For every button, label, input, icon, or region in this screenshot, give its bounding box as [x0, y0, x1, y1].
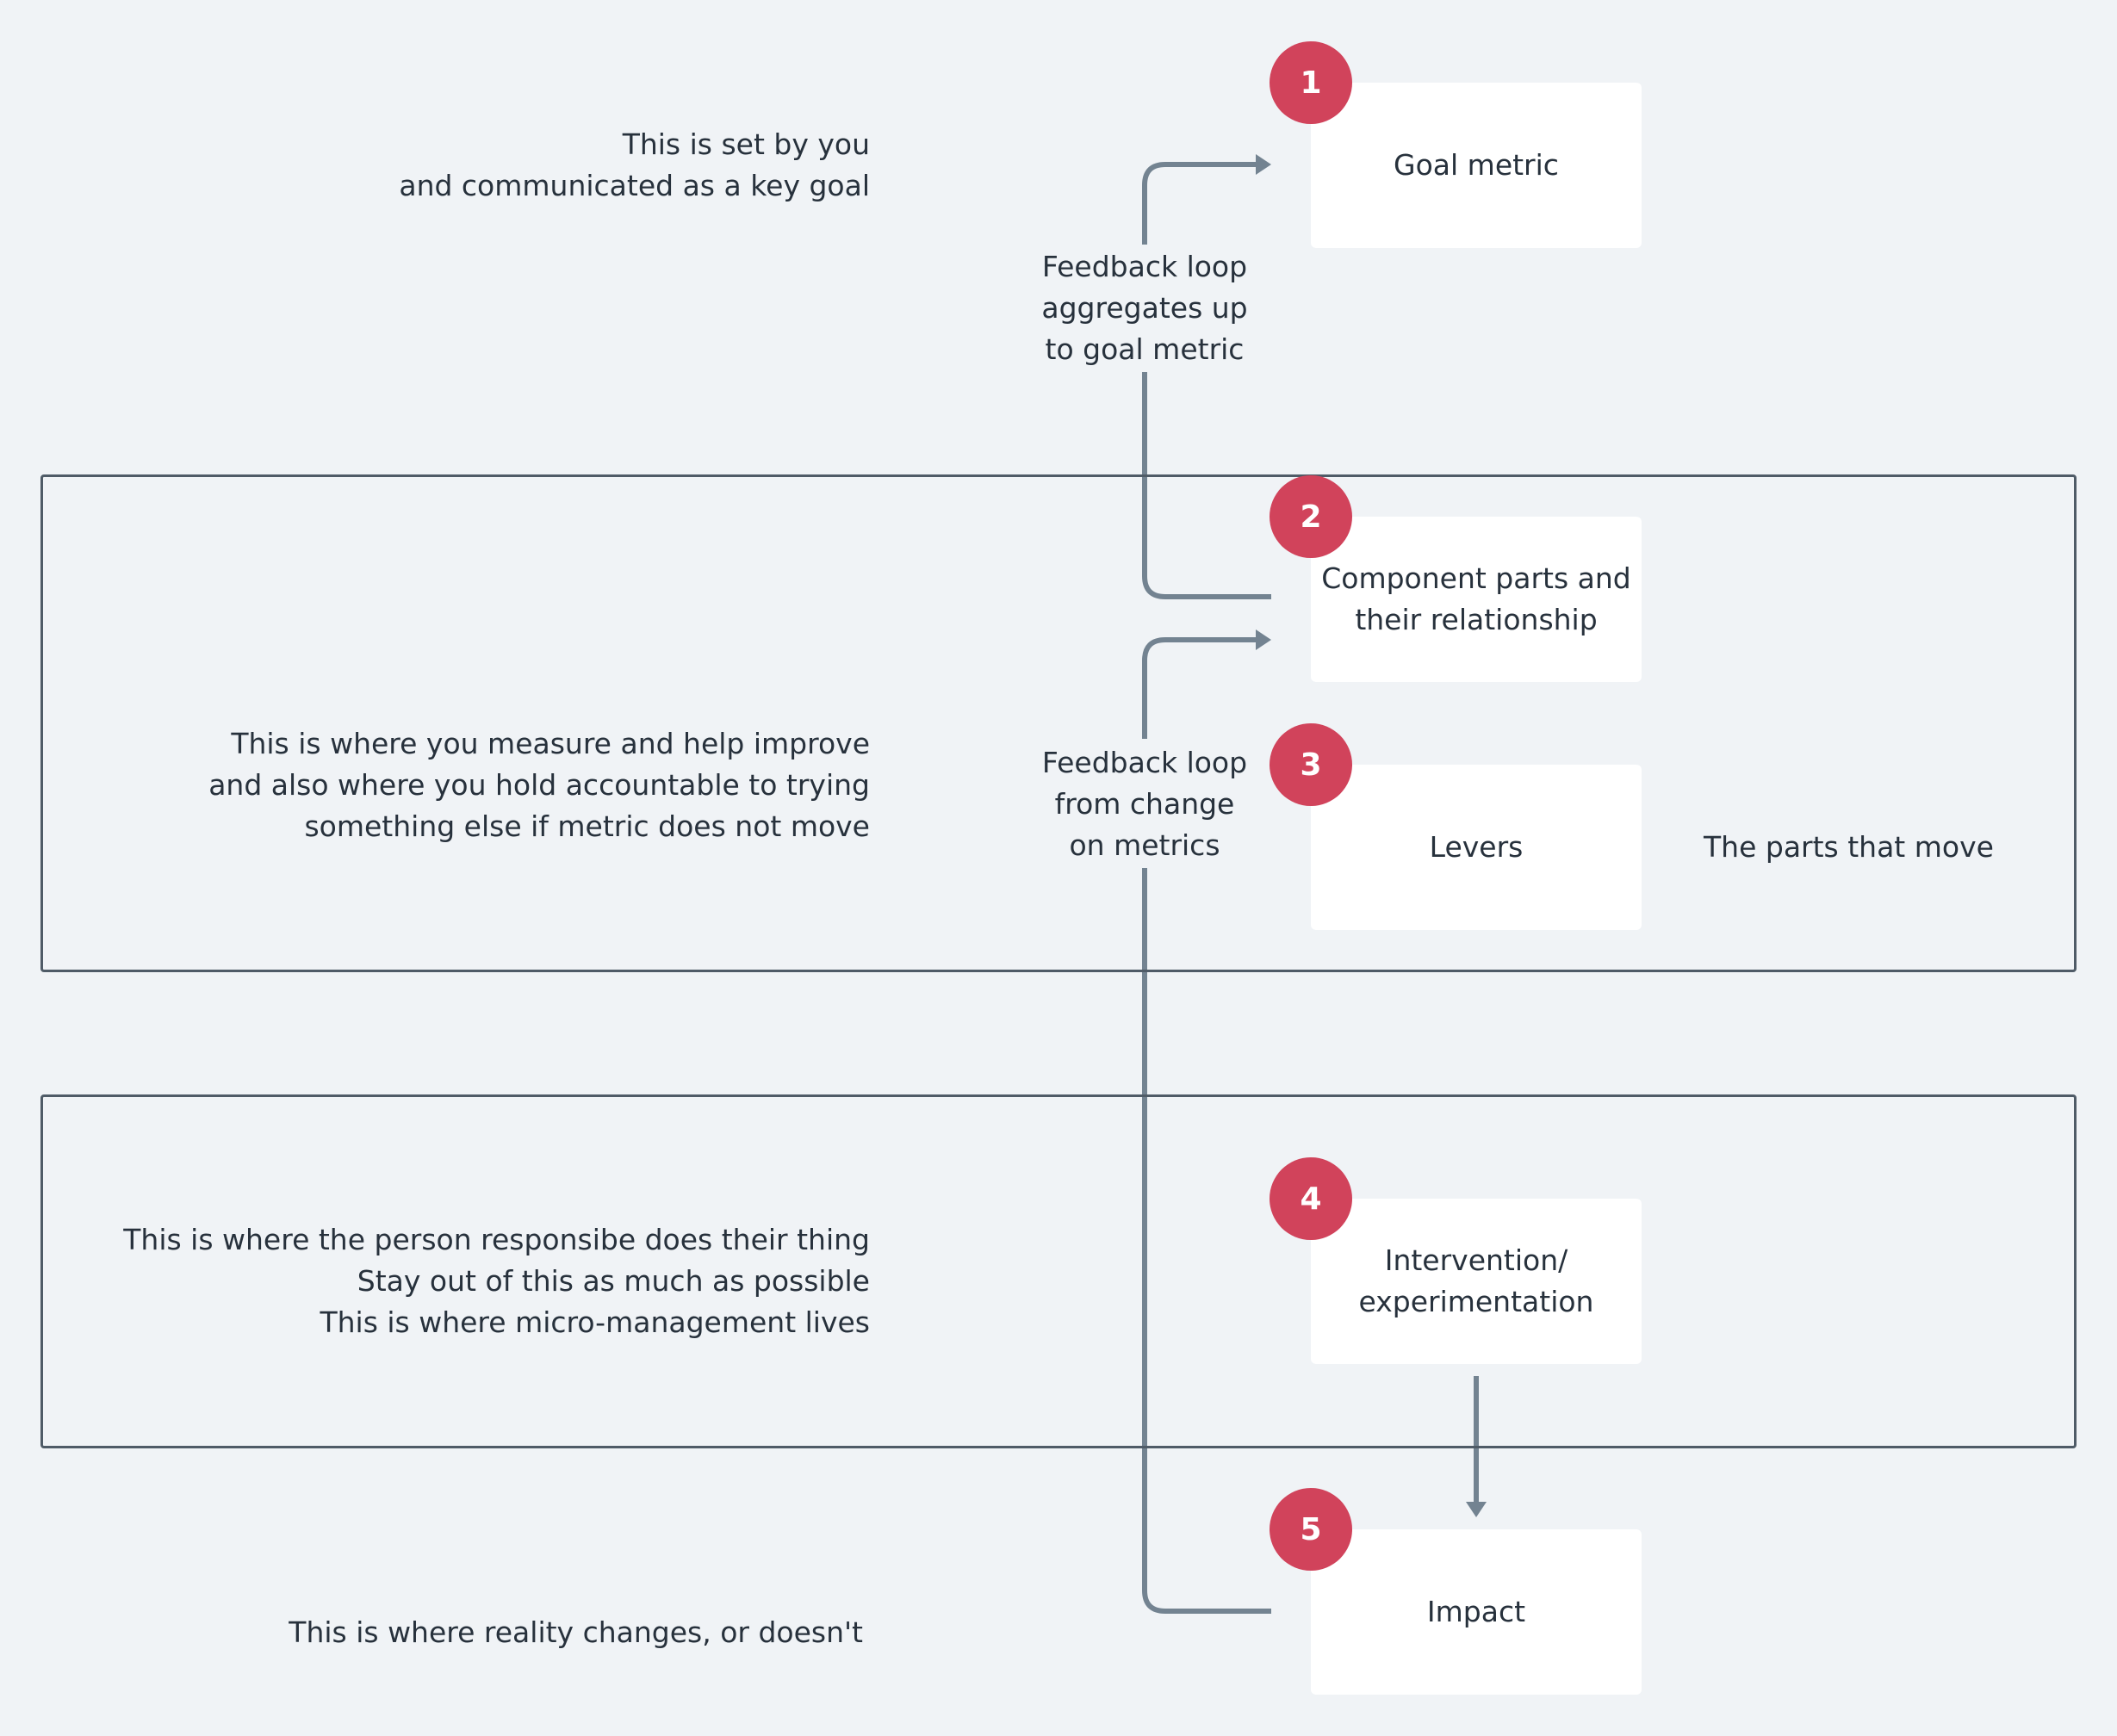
feedback-arrow-to-goal-head [1142, 162, 1259, 245]
impact-box[interactable]: Impact [1311, 1529, 1642, 1695]
responsibility-group [40, 1094, 2077, 1448]
responsible-note: This is where the person responsibe does… [123, 1223, 870, 1339]
intervention-box[interactable]: Intervention/ experimentation [1311, 1199, 1642, 1364]
measure-group [40, 474, 2077, 972]
arrowhead-impact [1466, 1502, 1487, 1517]
step-badge-1: 1 [1270, 41, 1352, 124]
step-badge-4: 4 [1270, 1157, 1352, 1240]
levers-box[interactable]: Levers [1311, 765, 1642, 930]
step-badge-3: 3 [1270, 723, 1352, 806]
feedback-arrow-from-impact [1142, 868, 1271, 1614]
step-badge-5: 5 [1270, 1488, 1352, 1571]
levers-side-note: The parts that move [1704, 830, 1994, 864]
measure-note: This is where you measure and help impro… [208, 727, 870, 843]
arrowhead-components [1256, 629, 1271, 650]
step-badge-2: 2 [1270, 475, 1352, 558]
reality-note: This is where reality changes, or doesn'… [289, 1615, 863, 1649]
feedback-arrow-to-goal [1142, 372, 1271, 599]
feedback-arrow-to-components [1142, 637, 1259, 739]
arrowhead-goal [1256, 154, 1271, 175]
goal-note: This is set by you and communicated as a… [399, 127, 870, 202]
component-parts-box[interactable]: Component parts and their relationship [1311, 517, 1642, 682]
feedback-loop-aggregate-label: Feedback loop aggregates up to goal metr… [1041, 250, 1248, 366]
goal-metric-box[interactable]: Goal metric [1311, 83, 1642, 248]
feedback-loop-change-label: Feedback loop from change on metrics [1041, 746, 1248, 862]
